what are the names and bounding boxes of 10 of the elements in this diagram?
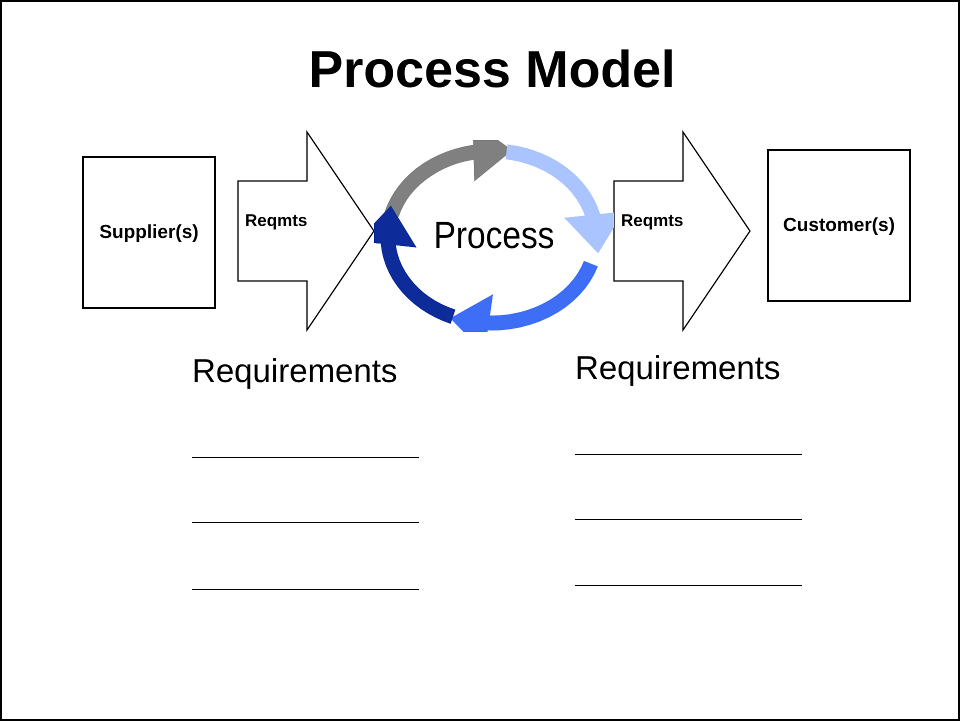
edge-label: Reqmts bbox=[621, 211, 684, 231]
block-arrow bbox=[237, 130, 375, 332]
entity-box: Supplier(s) bbox=[82, 156, 216, 309]
section-heading: Requirements bbox=[575, 349, 780, 387]
section-heading: Requirements bbox=[192, 352, 398, 390]
block-arrow bbox=[613, 130, 751, 332]
node-label: Process bbox=[432, 215, 556, 258]
title: Process Model bbox=[307, 40, 677, 100]
entity-box: Customer(s) bbox=[767, 149, 911, 302]
edge-label: Reqmts bbox=[245, 211, 308, 231]
